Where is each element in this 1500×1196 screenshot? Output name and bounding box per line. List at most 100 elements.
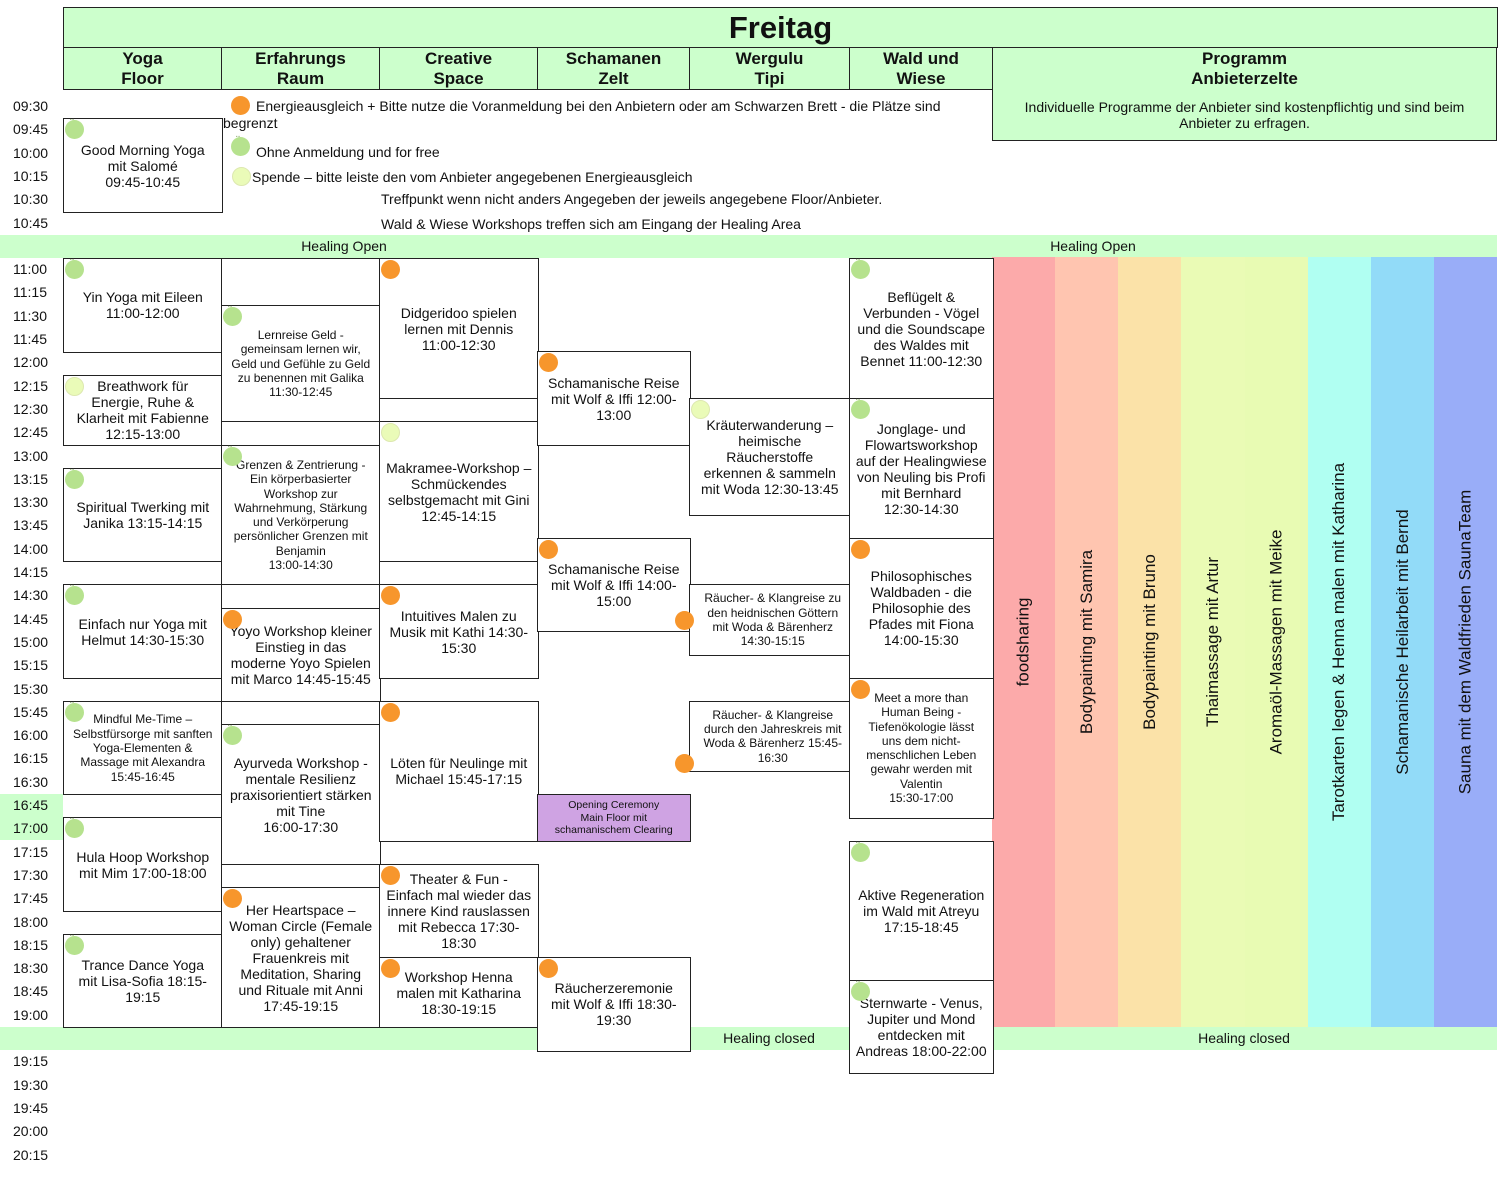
free-dot-icon <box>223 722 242 746</box>
time-label: 14:30 <box>13 587 49 604</box>
event-block[interactable]: Philosophisches Waldbaden - die Philosop… <box>849 537 994 679</box>
event-block[interactable]: Sternwarte - Venus, Jupiter und Mond ent… <box>849 978 994 1075</box>
donation-dot-icon <box>65 376 84 396</box>
event-block[interactable]: Didgeridoo spielen lernen mit Dennis 11:… <box>379 258 539 400</box>
programm-stripe[interactable]: Bodypainting mit Bruno <box>1118 257 1182 1027</box>
event-text: Intuitives Malen zu Musik mit Kathi 14:3… <box>389 607 529 656</box>
programm-stripe-label: Aromaöl-Massagen mit Meike <box>1266 529 1286 755</box>
event-block[interactable]: Aktive Regeneration im Wald mit Atreyu 1… <box>849 839 994 982</box>
healing-open-label: Healing Open <box>301 238 387 254</box>
time-label: 12:45 <box>13 424 49 441</box>
event-block[interactable]: Theater & Fun - Einfach mal wieder das i… <box>379 863 539 959</box>
event-text: Löten für Neulinge mit Michael 15:45-17:… <box>390 755 528 788</box>
paid-dot-icon <box>381 959 400 979</box>
event-block[interactable]: Räucherzeremonie mit Wolf & Iffi 18:30- … <box>537 957 691 1052</box>
paid-dot-icon <box>381 865 400 885</box>
time-label: 17:45 <box>13 890 49 907</box>
event-text: Schamanische Reise mit Wolf & Iffi 12:00… <box>547 374 680 423</box>
programm-header: Programm Anbieterzelte Individuelle Prog… <box>992 47 1497 141</box>
event-block[interactable]: Beflügelt & Verbunden - Vögel und die So… <box>849 256 994 400</box>
event-text: Yin Yoga mit Eileen 11:00-12:00 <box>82 289 203 322</box>
free-dot-icon <box>65 116 84 140</box>
event-block[interactable]: Schamanische Reise mit Wolf & Iffi 12:00… <box>537 351 691 446</box>
time-label: 13:45 <box>13 517 49 534</box>
event-block[interactable]: Ayurveda Workshop - mentale Resilienz pr… <box>221 722 381 866</box>
paid-dot-icon <box>539 959 558 979</box>
event-text: Good Morning Yoga mit Salomé 09:45-10:45 <box>80 141 205 190</box>
event-block[interactable]: Hula Hoop Workshop mit Mim 17:00-18:00 <box>63 815 223 912</box>
legend-note-wald-wiese: Wald & Wiese Workshops treffen sich am E… <box>381 216 801 232</box>
programm-stripe-label: Thaimassage mit Artur <box>1202 556 1222 728</box>
paid-dot-icon <box>851 679 870 699</box>
event-block[interactable]: Intuitives Malen zu Musik mit Kathi 14:3… <box>379 584 539 679</box>
programm-stripe[interactable]: Tarotkarten legen & Henna malen mit Kath… <box>1307 257 1371 1027</box>
free-dot-icon <box>65 699 84 722</box>
event-block[interactable]: Lernreise Geld - gemeinsam lernen wir, G… <box>221 303 381 423</box>
event-block[interactable]: Einfach nur Yoga mit Helmut 14:30-15:30 <box>63 582 223 679</box>
programm-stripe[interactable]: Sauna mit dem Waldfrieden SaunaTeam <box>1433 257 1497 1027</box>
event-block[interactable]: Schamanische Reise mit Wolf & Iffi 14:00… <box>537 537 691 633</box>
event-block[interactable]: Jonglage- und Flowartsworkshop auf der H… <box>849 396 994 540</box>
event-text: Schamanische Reise mit Wolf & Iffi 14:00… <box>547 561 680 610</box>
time-label: 11:30 <box>13 307 47 324</box>
time-label: 13:30 <box>13 494 49 511</box>
paid-dot-icon <box>539 353 558 373</box>
event-block[interactable]: Räucher- & Klangreise durch den Jahreskr… <box>675 700 851 774</box>
event-block[interactable]: Good Morning Yoga mit Salomé 09:45-10:45 <box>63 116 223 213</box>
free-dot-icon <box>851 839 870 862</box>
event-text: Räucherzeremonie mit Wolf & Iffi 18:30- … <box>550 980 677 1029</box>
event-block[interactable]: Grenzen & Zentrierung - Ein körperbasier… <box>221 443 381 586</box>
legend-paid-text: Energieausgleich + Bitte nutze die Voran… <box>223 98 941 131</box>
event-text: Philosophisches Waldbaden - die Philosop… <box>868 568 974 649</box>
event-text: Grenzen & Zentrierung - Ein körperbasier… <box>233 457 368 573</box>
time-label: 17:15 <box>13 843 49 860</box>
programm-stripe[interactable]: Schamanische Heilarbeit mit Bernd <box>1370 257 1434 1027</box>
time-label: 13:15 <box>13 470 49 487</box>
event-block[interactable]: Workshop Henna malen mit Katharina 18:30… <box>379 957 539 1029</box>
event-block[interactable]: Meet a more than Human Being - Tiefenöko… <box>849 677 994 819</box>
time-label: 10:00 <box>13 144 49 161</box>
event-block[interactable]: Makramee-Workshop – Schmückendes selbstg… <box>379 421 539 563</box>
empty-slot <box>379 397 539 423</box>
time-label: 19:45 <box>13 1099 49 1116</box>
event-text: Meet a more than Human Being - Tiefenöko… <box>866 690 977 806</box>
event-text: Trance Dance Yoga mit Lisa-Sofia 18:15- … <box>78 957 207 1006</box>
time-label: 17:00 <box>0 817 63 841</box>
event-text: Einfach nur Yoga mit Helmut 14:30-15:30 <box>78 615 207 648</box>
time-label: 12:00 <box>13 354 49 371</box>
event-text: Jonglage- und Flowartsworkshop auf der H… <box>855 420 987 517</box>
event-block[interactable]: Her Heartspace – Woman Circle (Female on… <box>221 887 381 1029</box>
event-block[interactable]: Trance Dance Yoga mit Lisa-Sofia 18:15- … <box>63 932 223 1029</box>
event-text: Breathwork für Energie, Ruhe & Klarheit … <box>76 378 209 443</box>
column-header-schamanen-zelt: Schamanen Zelt <box>537 47 690 90</box>
event-text: Yoyo Workshop kleiner Einstieg in das mo… <box>229 622 372 687</box>
time-label: 12:15 <box>13 377 49 394</box>
programm-stripe[interactable]: foodsharing <box>992 257 1056 1027</box>
column-header-wergulu-tipi: Wergulu Tipi <box>689 47 850 90</box>
event-block[interactable]: Löten für Neulinge mit Michael 15:45-17:… <box>379 700 539 843</box>
column-header-yoga-floor: Yoga Floor <box>63 47 222 90</box>
time-label: 15:30 <box>13 680 49 697</box>
event-text: Räucher- & Klangreise durch den Jahreskr… <box>703 707 843 765</box>
event-block[interactable]: Mindful Me-Time – Selbstfürsorge mit san… <box>63 699 223 796</box>
event-block[interactable]: Räucher- & Klangreise zu den heidnischen… <box>675 584 851 656</box>
event-text: Kräuterwanderung – heimische Räucherstof… <box>701 416 839 497</box>
event-block[interactable]: Breathwork für Energie, Ruhe & Klarheit … <box>63 374 223 446</box>
time-label: 16:45 <box>0 794 63 817</box>
donation-dot-icon <box>381 423 400 443</box>
event-block[interactable]: Kräuterwanderung – heimische Räucherstof… <box>689 397 851 516</box>
programm-stripe[interactable]: Thaimassage mit Artur <box>1181 257 1245 1027</box>
time-label: 18:30 <box>13 960 49 977</box>
event-text: Hula Hoop Workshop mit Mim 17:00-18:00 <box>76 848 210 881</box>
time-label: 11:45 <box>13 331 47 347</box>
event-block[interactable]: Yoyo Workshop kleiner Einstieg in das mo… <box>221 607 381 703</box>
programm-stripe[interactable]: Bodypainting mit Samira <box>1055 257 1119 1027</box>
time-label: 12:30 <box>13 400 49 417</box>
event-block[interactable]: Spiritual Twerking mit Janika 13:15-14:1… <box>63 466 223 563</box>
programm-stripe[interactable]: Aromaöl-Massagen mit Meike <box>1244 257 1308 1027</box>
free-dot-icon <box>65 582 84 606</box>
event-block[interactable]: Yin Yoga mit Eileen 11:00-12:00 <box>63 256 223 353</box>
time-label: 09:30 <box>13 98 49 114</box>
time-label: 15:00 <box>13 633 49 650</box>
opening-ceremony-block[interactable]: Opening Ceremony Main Floor mit schamani… <box>537 794 691 843</box>
